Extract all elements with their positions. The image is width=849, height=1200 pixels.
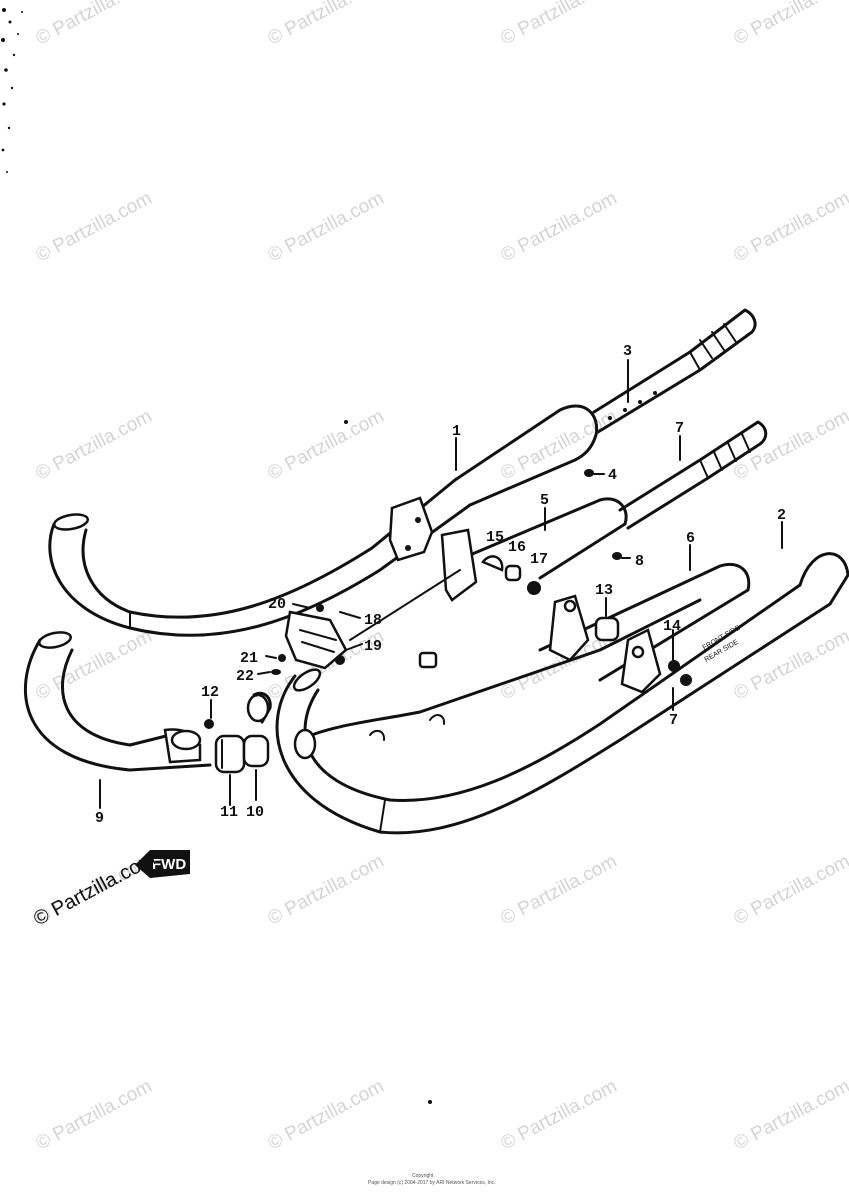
- callout-3: 3: [623, 343, 632, 360]
- callout-1: 1: [452, 423, 461, 440]
- callout-20: 20: [268, 596, 286, 613]
- hardware: [204, 469, 692, 729]
- muffler-5: [349, 497, 628, 641]
- watermark-0: © Partzilla.com: [32, 0, 155, 49]
- watermark-8: © Partzilla.com: [32, 406, 155, 485]
- tail-pipe-3: [592, 308, 757, 434]
- watermark-22: © Partzilla.com: [497, 1076, 620, 1155]
- watermark-fwd: © Partzilla.com: [30, 848, 159, 931]
- watermark-2: © Partzilla.com: [497, 0, 620, 49]
- callout-18: 18: [364, 612, 382, 629]
- callout-14: 14: [663, 618, 681, 635]
- watermark-20: © Partzilla.com: [32, 1076, 155, 1155]
- footer-copyright: Copyright: [412, 1173, 434, 1179]
- watermark-21: © Partzilla.com: [264, 1076, 387, 1155]
- footer: Copyright Page design (c) 2004-2017 by A…: [368, 1173, 496, 1186]
- watermark-23: © Partzilla.com: [730, 1076, 849, 1155]
- callout-6: 6: [686, 530, 695, 547]
- callout-13: 13: [595, 582, 613, 599]
- watermark-15: © Partzilla.com: [730, 626, 849, 705]
- watermark-1: © Partzilla.com: [264, 0, 387, 49]
- connector-10-11: [214, 691, 272, 774]
- callout-21: 21: [240, 650, 258, 667]
- fwd-label: FWD: [152, 856, 186, 873]
- muffler-6: [538, 563, 751, 694]
- footer-credit: Page design (c) 2004-2017 by ARI Network…: [368, 1180, 496, 1186]
- callout-12: 12: [201, 684, 219, 701]
- scan-noise: [1, 8, 432, 1104]
- leader-lines: [99, 359, 783, 809]
- watermark-17: © Partzilla.com: [264, 851, 387, 930]
- callout-9: 9: [95, 810, 104, 827]
- muffler-stamps: FRONT SIDE REAR SIDE: [702, 624, 742, 663]
- watermark-3: © Partzilla.com: [730, 0, 849, 49]
- watermark-7: © Partzilla.com: [730, 188, 849, 267]
- exhaust-pipe-1: [48, 404, 599, 637]
- callout-8: 8: [635, 553, 644, 570]
- watermark-19: © Partzilla.com: [730, 851, 849, 930]
- callout-7-lower: 7: [669, 712, 678, 729]
- tail-pipe-7: [618, 420, 768, 530]
- watermark-6: © Partzilla.com: [497, 188, 620, 267]
- callout-4: 4: [608, 467, 617, 484]
- watermark-9: © Partzilla.com: [264, 406, 387, 485]
- callout-15: 15: [486, 529, 504, 546]
- watermark-11: © Partzilla.com: [730, 406, 849, 485]
- exhaust-pipe-9: [23, 631, 212, 772]
- watermark-10: © Partzilla.com: [497, 406, 620, 485]
- fwd-direction-badge: FWD © Partzilla.com: [30, 848, 190, 931]
- callout-numbers: 1 2 3 4 5 6 7 7 8 9 10 11 12 13 14 15 16…: [95, 343, 786, 827]
- callout-5: 5: [540, 492, 549, 509]
- callout-19: 19: [364, 638, 382, 655]
- watermark-18: © Partzilla.com: [497, 851, 620, 930]
- callout-22: 22: [236, 668, 254, 685]
- watermark-4: © Partzilla.com: [32, 188, 155, 267]
- callout-16: 16: [508, 539, 526, 556]
- watermark-5: © Partzilla.com: [264, 188, 387, 267]
- callout-7-upper: 7: [675, 420, 684, 437]
- callout-10: 10: [246, 804, 264, 821]
- callout-11: 11: [220, 804, 238, 821]
- watermark-layer: © Partzilla.com © Partzilla.com © Partzill…: [32, 0, 849, 1154]
- callout-2: 2: [777, 507, 786, 524]
- exhaust-pipe-2: [275, 552, 849, 835]
- callout-17: 17: [530, 551, 548, 568]
